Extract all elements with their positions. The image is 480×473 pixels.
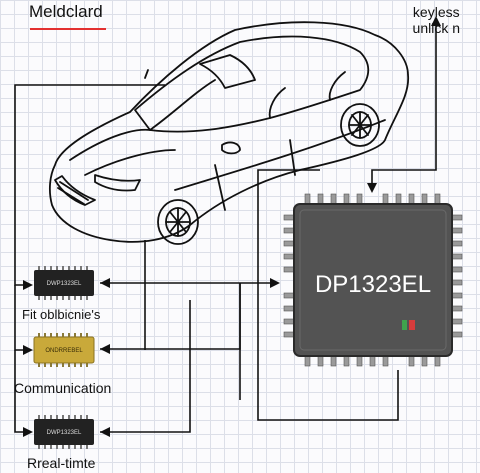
chip-communication-label: ONDRREBEL [45,348,83,354]
arrowheads [23,16,441,437]
arrow-chip1-back [100,278,110,288]
arrow-keyless-up [431,16,441,26]
chip-realtime-label: DWP1323EL [47,430,82,436]
mcu-body [293,203,453,357]
arrow-chip3-back [100,427,110,437]
arrow-into-chip2 [23,345,33,355]
mcu-label: DP1323EL [315,271,431,298]
mcu-indicator-red [409,320,415,330]
chip-realtime: DWP1323EL [34,415,94,449]
chip-fit: DWP1323EL [34,266,94,300]
arrow-chip2-back [100,344,110,354]
mcu-pins [283,193,463,367]
realtime-label: Rreal-timte [27,455,96,471]
chip-communication: ONDRREBEL [33,333,95,367]
chip-fit-label: DWP1323EL [47,281,82,287]
connection-lines [14,25,437,433]
mcu-chip: DP1323EL [283,193,463,367]
title-underline [30,28,106,30]
mcu-indicator-green [402,320,407,330]
arrow-into-chip1 [23,280,33,290]
diagram-title: Meldclard [29,2,103,21]
arrow-into-chip3 [23,427,33,437]
arrow-into-mcu-left [270,278,280,288]
communication-label: Communication [14,380,112,396]
arrow-into-mcu-top [367,183,377,193]
fit-label: Fit oblbicnie's [22,307,101,322]
car-illustration [48,21,409,245]
